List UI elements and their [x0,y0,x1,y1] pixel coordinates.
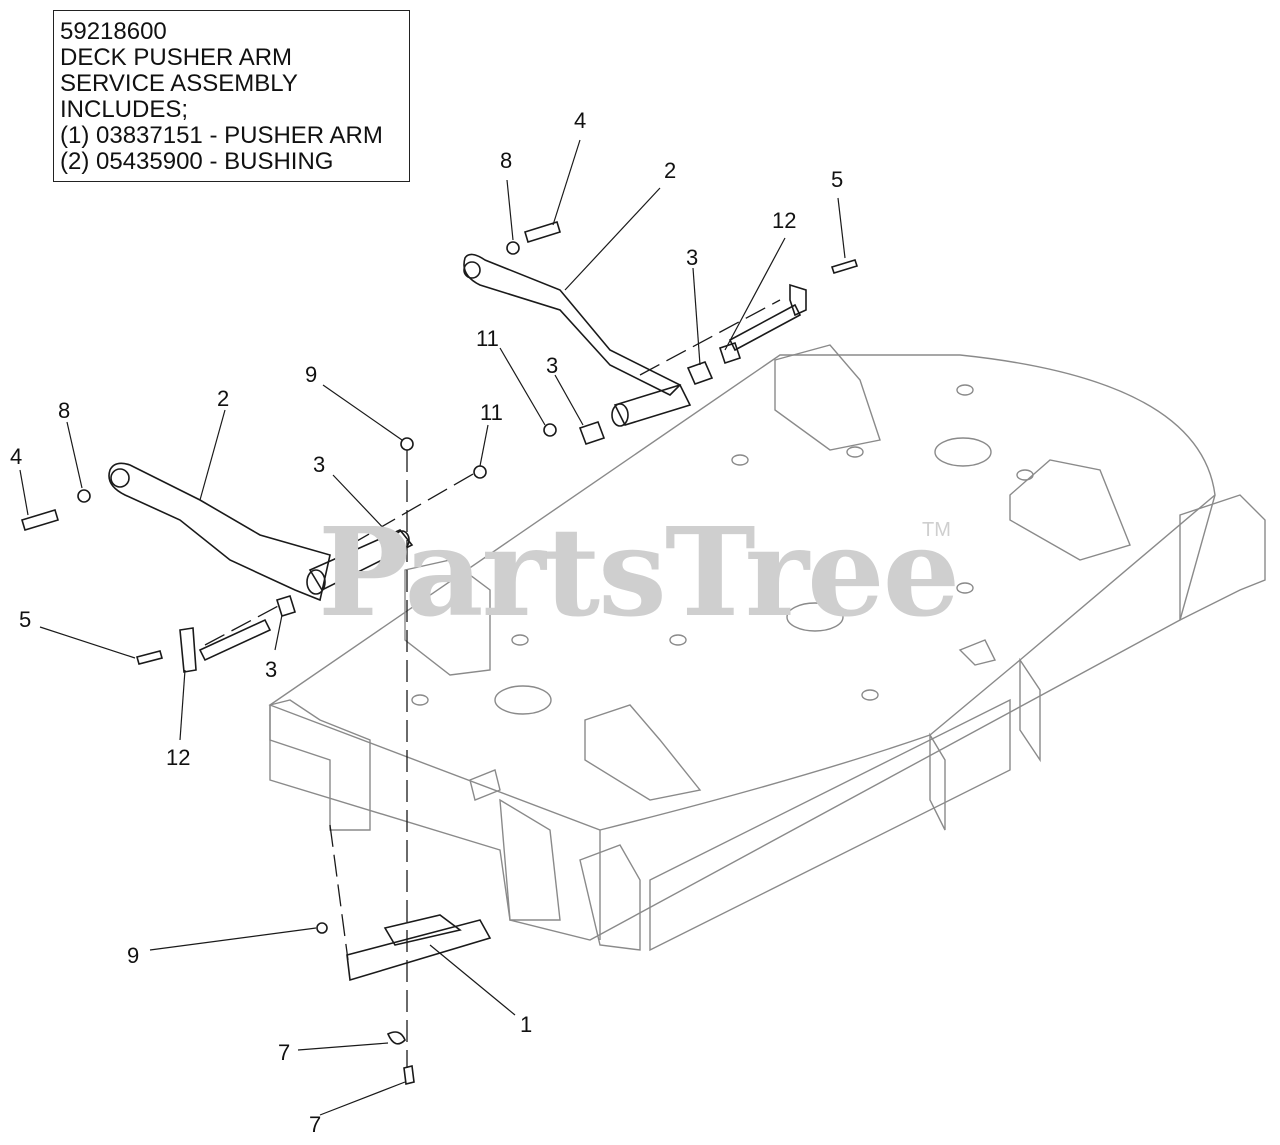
callout-7-upper: 7 [278,1040,291,1065]
callout-5-upper: 5 [831,167,844,192]
callout-7-lower: 7 [309,1112,322,1137]
callout-4-lower: 4 [10,444,23,469]
mount-bracket-2 [774,344,881,451]
callout-1: 1 [520,1012,533,1037]
service-assembly-note: 59218600 DECK PUSHER ARM SERVICE ASSEMBL… [53,10,410,182]
callout-leaders [19,139,846,1116]
lower-bushing-3 [275,595,297,617]
callout-5-lower: 5 [19,607,32,632]
note-line-title: DECK PUSHER ARM [60,44,293,71]
lower-nut-9 [400,437,414,451]
lower-pivot-pin [198,618,272,662]
lower-nut-8 [77,489,91,503]
callout-11-upper: 11 [476,326,499,351]
bottom-nut-9 [316,922,328,934]
callout-4-upper: 4 [574,108,587,133]
bottom-bracket [346,919,492,982]
deck-spindle-hole-1 [934,437,992,467]
upper-bushing-3a [686,360,714,386]
assembly-guide-lines [204,299,781,1068]
callout-3-upper-b: 3 [546,353,559,378]
upper-pusher-arm [463,253,682,396]
mower-deck [268,344,1266,952]
callout-9-upper: 9 [305,362,318,387]
callout-11-lower: 11 [480,400,503,425]
upper-nut-11 [543,423,557,437]
mount-bracket-1 [404,559,491,676]
callout-3-lower-a: 3 [313,452,326,477]
upper-pusher-arm-assembly [463,220,859,446]
bottom-bracket-assembly [316,914,492,1085]
upper-bolt-5 [830,259,859,274]
callout-9-lower: 9 [127,943,140,968]
callout-3-upper-a: 3 [686,245,699,270]
note-line-includes: INCLUDES; [60,96,189,123]
front-bracket-left [579,844,641,951]
lower-bolt-4 [21,509,59,531]
deck-slot-bracket [958,639,997,666]
lower-bolt-5 [136,650,163,665]
upper-bolt-4 [524,220,561,244]
watermark-logo: PartsTree [318,500,960,644]
callout-3-lower-b: 3 [265,657,278,682]
watermark-trademark: TM [922,519,951,541]
deck-spindle-hole-2 [786,602,844,632]
bottom-bolt-7b [403,1065,415,1085]
callout-8-lower: 8 [58,398,71,423]
mount-bracket-4 [584,704,702,801]
deck-right-bracket [1179,494,1266,622]
bottom-rivet-7a [386,1031,406,1045]
callout-8-upper: 8 [500,148,513,173]
note-line-subtitle: SERVICE ASSEMBLY [60,70,298,97]
note-line-part-number: 59218600 [60,18,167,45]
upper-pivot-pin [728,303,802,352]
lower-arm-tube [308,529,414,592]
mount-bracket-3 [1009,459,1131,561]
callout-2-upper: 2 [664,158,677,183]
deck-spindle-hole-3 [494,685,552,715]
callout-2-lower: 2 [217,386,230,411]
upper-nut-8 [506,241,520,255]
deck-top-plate [268,354,1216,831]
deck-left-end [269,699,371,831]
upper-bushing-12 [718,341,742,365]
note-line-bushing: (2) 05435900 - BUSHING [60,148,334,175]
upper-arm-tube [613,384,692,426]
lower-pusher-arm-assembly [21,437,487,673]
lower-nut-11 [473,465,487,479]
upper-bushing-3b [578,420,606,446]
callout-12-upper: 12 [772,208,797,233]
lower-pusher-arm [108,462,331,602]
note-line-pusher-arm: (1) 03837151 - PUSHER ARM [60,122,383,149]
callout-12-lower: 12 [166,745,191,770]
